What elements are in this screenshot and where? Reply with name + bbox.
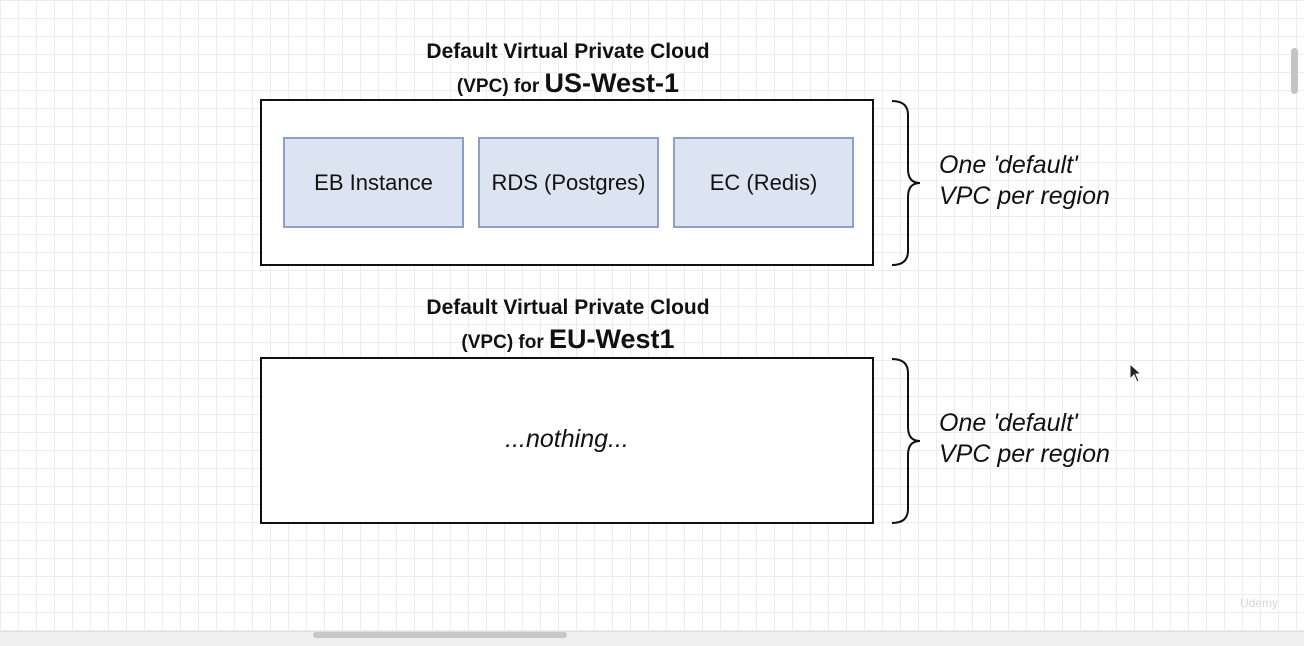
- vpc-title-eu-west1: Default Virtual Private Cloud (VPC) for …: [260, 297, 876, 353]
- vpc-title-line2: (VPC) for EU-West1: [260, 326, 876, 353]
- empty-vpc-label: ...nothing...: [505, 425, 629, 453]
- udemy-watermark: Udemy: [1240, 596, 1279, 610]
- service-box-rds: RDS (Postgres): [478, 137, 659, 228]
- vpc-region-label: EU-West1: [549, 324, 675, 354]
- vpc-note: One 'default' VPC per region: [939, 408, 1110, 470]
- vpc-note-line2: VPC per region: [939, 440, 1110, 468]
- vpc-note: One 'default' VPC per region: [939, 150, 1110, 212]
- vpc-note-line1: One 'default': [939, 409, 1078, 437]
- vpc-title-us-west-1: Default Virtual Private Cloud (VPC) for …: [260, 41, 876, 97]
- service-box-ec-redis: EC (Redis): [673, 137, 854, 228]
- curly-brace-icon: [891, 358, 921, 524]
- mouse-pointer-icon: [1129, 363, 1143, 383]
- curly-brace-icon: [891, 100, 921, 266]
- vpc-title-prefix: (VPC) for: [461, 332, 544, 353]
- vpc-title-line1: Default Virtual Private Cloud: [426, 40, 710, 63]
- vpc-note-line1: One 'default': [939, 151, 1078, 179]
- vpc-box-us-west-1: EB Instance RDS (Postgres) EC (Redis): [260, 99, 874, 266]
- vpc-title-prefix: (VPC) for: [456, 76, 540, 97]
- vpc-region-label: US-West-1: [544, 68, 680, 98]
- service-box-eb-instance: EB Instance: [283, 137, 464, 228]
- vpc-title-line2: (VPC) for US-West-1: [260, 70, 876, 97]
- horizontal-scrollbar[interactable]: [313, 632, 567, 638]
- horizontal-scrollbar-track[interactable]: [0, 631, 1304, 646]
- vpc-note-line2: VPC per region: [939, 182, 1110, 210]
- vertical-scrollbar[interactable]: [1291, 48, 1298, 94]
- vpc-title-line1: Default Virtual Private Cloud: [426, 296, 710, 319]
- vpc-box-eu-west1: ...nothing...: [260, 357, 874, 524]
